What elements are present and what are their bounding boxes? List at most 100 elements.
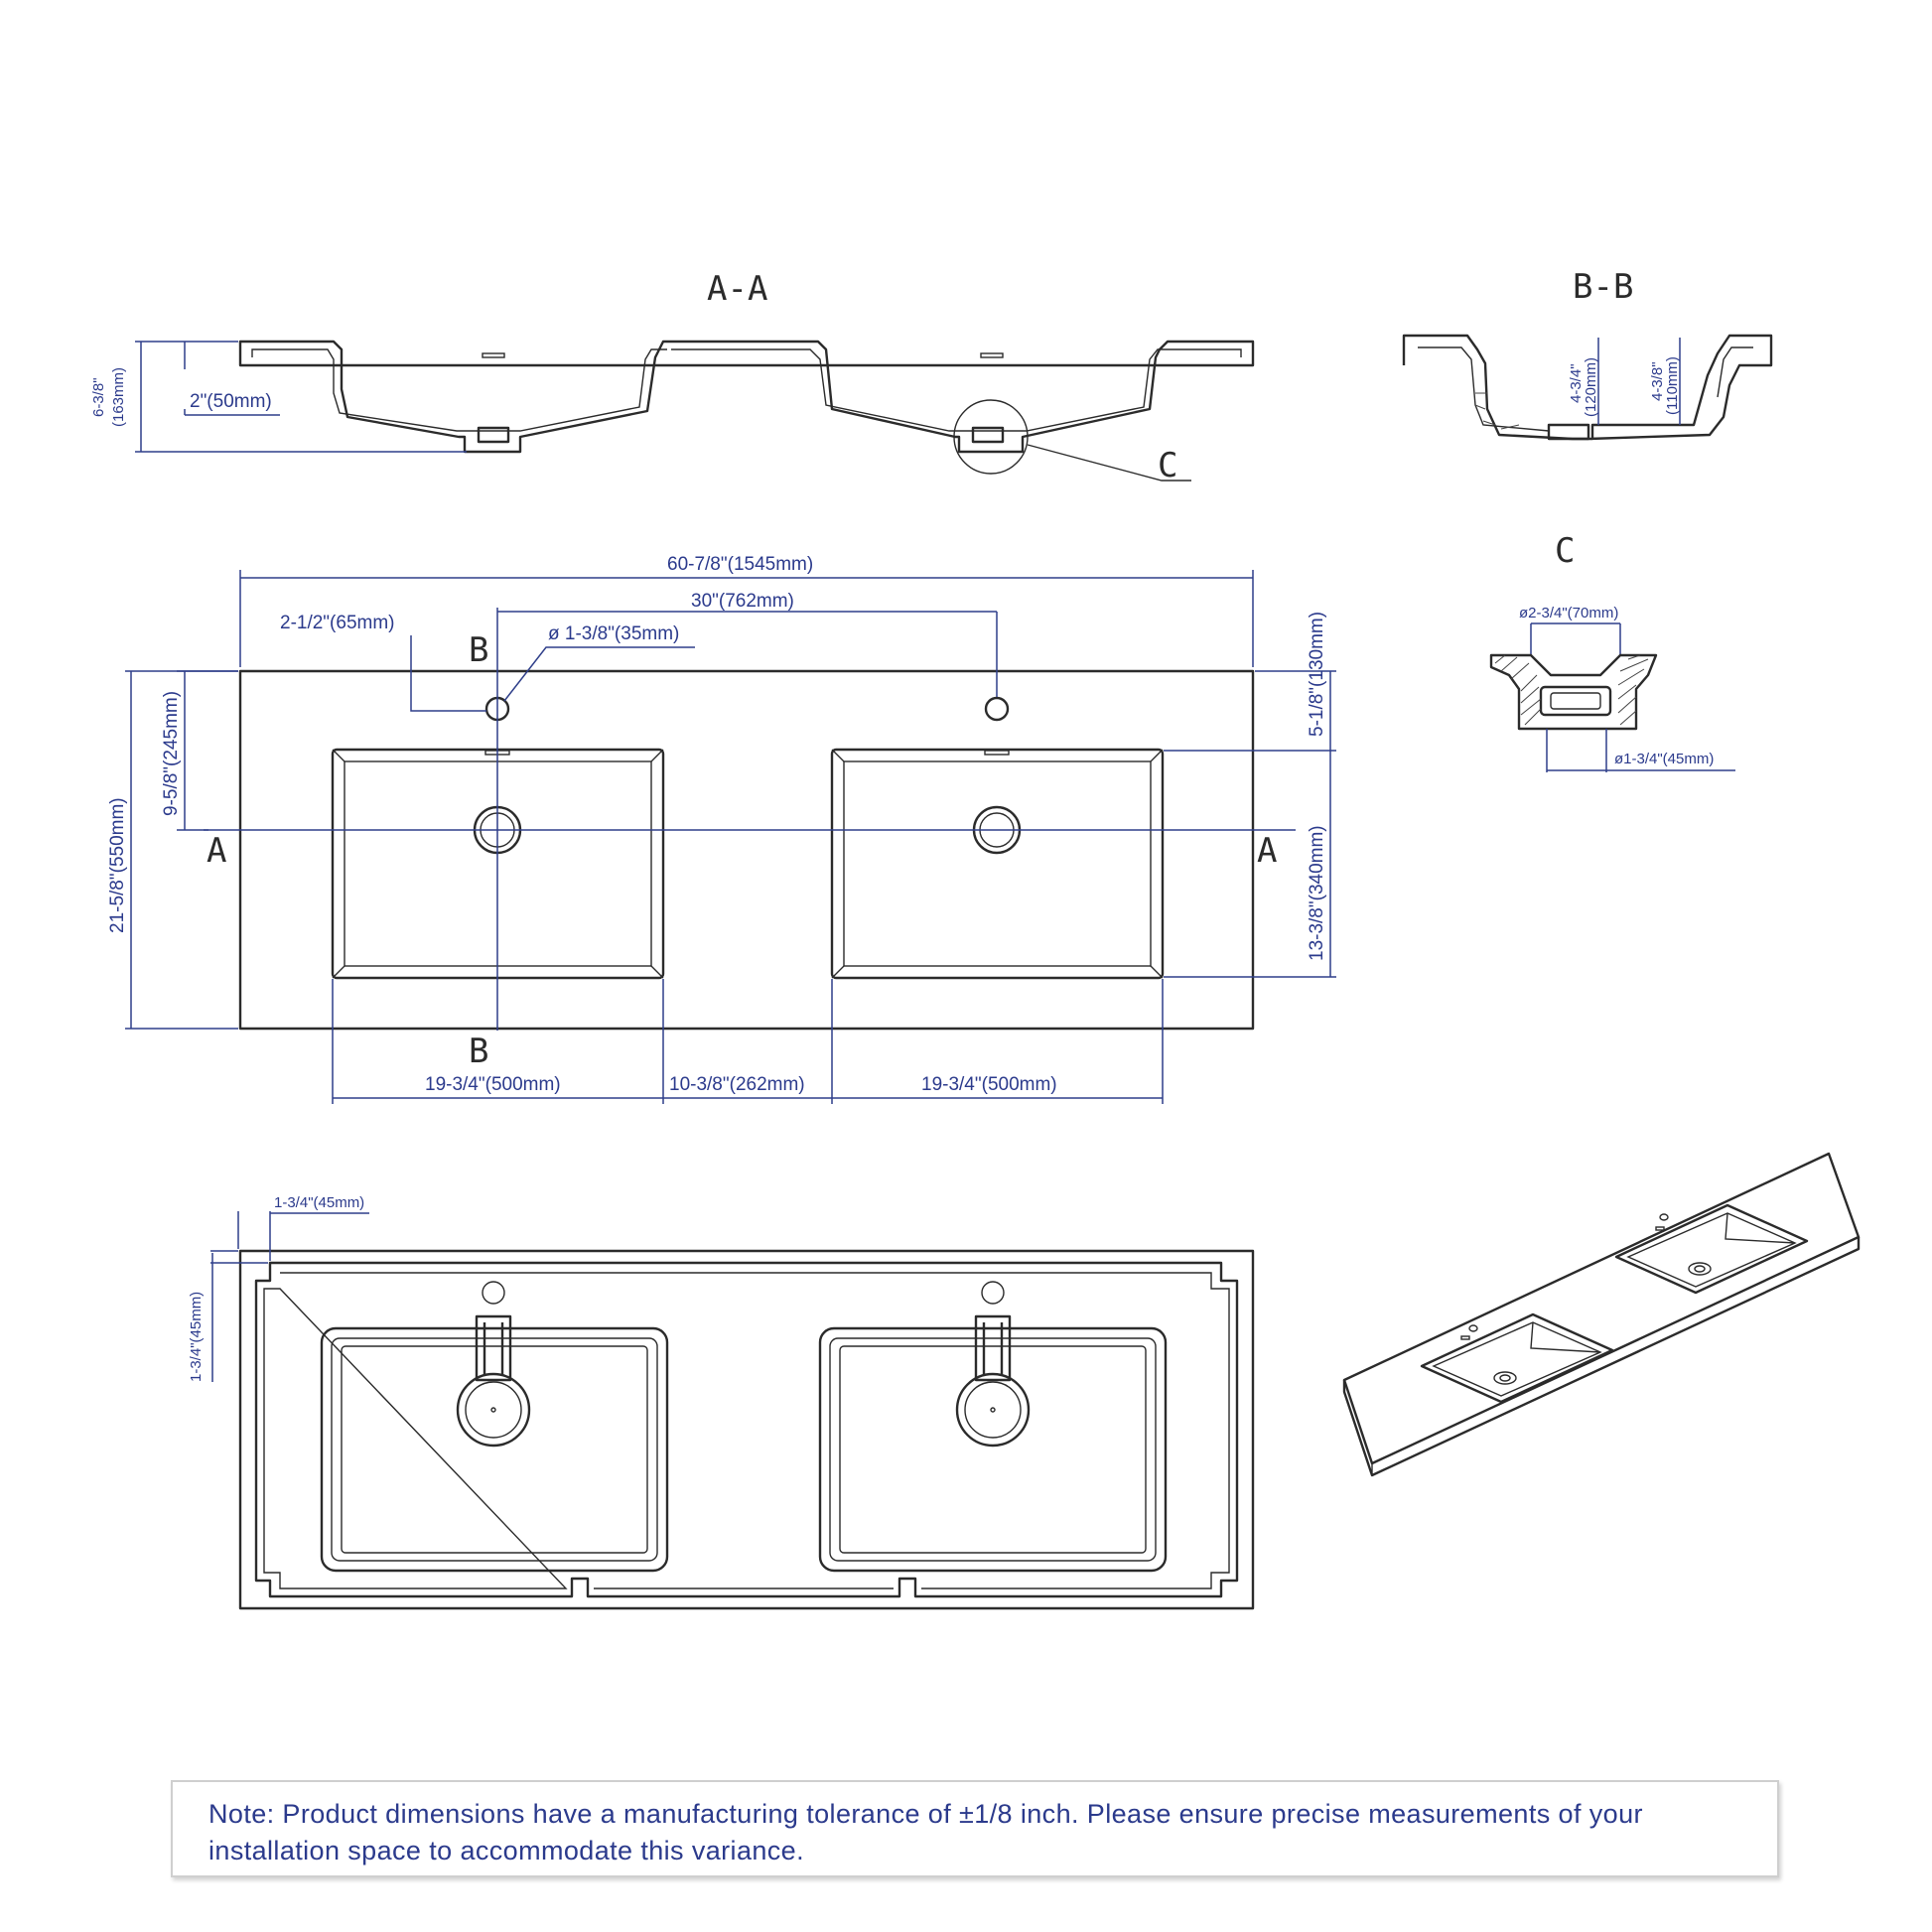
bottom-drain-right-dot — [990, 1407, 996, 1413]
dim-basin-depth-label: 13-3/8"(340mm) — [1307, 825, 1327, 961]
dim-bb-2-label-b: (110mm) — [1664, 356, 1681, 415]
overflow-right — [984, 750, 1010, 756]
dim-drain-inner-line — [1546, 729, 1735, 772]
bottom-overflow-channel-right — [974, 1314, 1012, 1382]
iso-faucet-hole-right — [1659, 1213, 1669, 1221]
bottom-drain-right-outer — [955, 1372, 1031, 1448]
dim-depth-2-label: 2"(50mm) — [190, 391, 272, 412]
section-bb-drain — [1547, 423, 1590, 441]
dim-overall-width-line — [239, 570, 1254, 667]
faucet-hole-right — [984, 696, 1010, 722]
dim-depth-2-line — [184, 342, 280, 416]
iso-top-surface — [1342, 1152, 1861, 1465]
section-aa-overflow-left — [482, 352, 505, 358]
section-b-top-label: B — [469, 630, 488, 670]
iso-basin-right — [1614, 1203, 1809, 1295]
iso-basin-left — [1420, 1312, 1614, 1404]
iso-basin-right-inner — [1626, 1212, 1797, 1288]
section-bb-inner — [1418, 346, 1753, 432]
dim-basin-gap-label: 10-3/8"(262mm) — [669, 1074, 805, 1095]
section-aa-label: A-A — [707, 269, 767, 309]
dim-overall-depth-label: 21-5/8"(550mm) — [107, 797, 128, 933]
dim-faucet-spacing-line — [497, 611, 998, 697]
bottom-overflow-channel-left — [475, 1314, 512, 1382]
section-bb-label: B-B — [1573, 267, 1633, 307]
detail-c-leader — [1027, 444, 1191, 482]
dim-faucet-offset-label: 2-1/2"(65mm) — [280, 613, 395, 633]
tolerance-note-text: Note: Product dimensions have a manufact… — [208, 1799, 1643, 1865]
dim-rim-offset-y-line — [210, 1250, 268, 1382]
section-aa-drain-left — [477, 426, 510, 444]
section-bb-view: B-B 4-3/4" (120mm) 4-3/8" (110mm) — [1402, 267, 1773, 441]
dim-bb-1-label-b: (120mm) — [1583, 357, 1599, 417]
bottom-drain-left-outer — [456, 1372, 531, 1448]
dim-height-total-line — [135, 341, 467, 453]
dim-basin-widths-line — [332, 979, 1164, 1104]
bottom-basin-right-inner-2 — [839, 1345, 1147, 1554]
bottom-rim-inner — [263, 1272, 1230, 1589]
iso-overflow-right — [1655, 1226, 1665, 1231]
dim-height-total-label-b: (163mm) — [110, 367, 127, 427]
iso-drain-left-inner — [1499, 1374, 1511, 1382]
bottom-basin-right-outer — [818, 1326, 1168, 1573]
dim-faucet-hole-label: ø 1-3/8"(35mm) — [548, 623, 679, 644]
dim-bb-1-label-a: 4-3/4" — [1568, 363, 1585, 403]
dim-depth-to-drain-line — [177, 670, 238, 831]
dim-drain-outer-line — [1530, 622, 1621, 655]
isometric-view — [1342, 1152, 1861, 1477]
dim-rim-offset-x-line — [237, 1211, 369, 1261]
dim-height-total-label-a: 6-3/8" — [90, 377, 107, 417]
basin-left-corners — [332, 749, 664, 979]
dim-drain-outer-label: ø2-3/4"(70mm) — [1519, 605, 1618, 621]
bottom-faucet-hole-left — [482, 1281, 505, 1305]
bottom-drain-right-inner — [964, 1381, 1022, 1439]
bottom-view: 1-3/4"(45mm) 1-3/4"(45mm) — [188, 1194, 1255, 1610]
bottom-basin-left-inner — [331, 1337, 658, 1562]
detail-c-drain-profile — [1489, 653, 1658, 731]
bottom-basin-left-inner-2 — [341, 1345, 648, 1554]
countertop-outline — [238, 669, 1255, 1031]
iso-drain-left — [1493, 1371, 1517, 1385]
bottom-faucet-hole-right — [981, 1281, 1005, 1305]
section-bb-outline — [1402, 334, 1773, 441]
detail-c-drain-core — [1550, 692, 1601, 710]
section-aa-overflow-right — [980, 352, 1004, 358]
iso-basin-left-inner — [1432, 1321, 1602, 1397]
dim-rim-offset-x-label: 1-3/4"(45mm) — [274, 1194, 364, 1211]
iso-drain-right-inner — [1694, 1265, 1706, 1273]
section-b-bottom-label: B — [469, 1032, 488, 1071]
dim-overall-width-label: 60-7/8"(1545mm) — [667, 554, 813, 575]
detail-c-callout-label: C — [1158, 446, 1177, 485]
basin-right-inner — [843, 760, 1152, 967]
section-aa-inner-line — [251, 348, 1242, 432]
dim-basin-width-right-label: 19-3/4"(500mm) — [921, 1074, 1057, 1095]
section-aa-outline — [238, 340, 1255, 454]
basin-right-outer — [830, 748, 1165, 980]
bottom-basin-left-outer — [320, 1326, 669, 1573]
bottom-drain-left-inner — [465, 1381, 522, 1439]
detail-c-view: C ø2-3/4"(70mm) ø1-3/4"(45mm) — [1489, 531, 1735, 772]
tolerance-note: Note: Product dimensions have a manufact… — [171, 1780, 1779, 1877]
iso-drain-right — [1688, 1262, 1712, 1276]
dim-faucet-to-basin-line — [1164, 670, 1336, 752]
dim-drain-inner-label: ø1-3/4"(45mm) — [1614, 751, 1714, 767]
bottom-rim-profile — [254, 1261, 1239, 1598]
dim-faucet-to-basin-label: 5-1/8"(130mm) — [1307, 612, 1327, 737]
section-bb-hatch — [1474, 392, 1520, 430]
dim-depth-to-drain-label: 9-5/8"(245mm) — [161, 691, 182, 816]
detail-c-label: C — [1555, 531, 1575, 571]
dim-faucet-spacing-label: 30"(762mm) — [691, 591, 794, 612]
top-plan-view: A A B B 60-7/8"(1545mm) 30"(762mm) 2-1/2… — [107, 554, 1336, 1104]
dim-overall-depth-line — [125, 670, 238, 1030]
section-a-right-label: A — [1257, 831, 1277, 871]
bottom-drain-left-dot — [490, 1407, 496, 1413]
bottom-basin-right-inner — [829, 1337, 1157, 1562]
basin-right-corners — [831, 749, 1164, 979]
dim-rim-offset-y-label: 1-3/4"(45mm) — [188, 1292, 205, 1382]
detail-c-drain-insert — [1539, 685, 1612, 717]
detail-c-callout-circle — [953, 399, 1029, 475]
dim-basin-depth-line — [1164, 751, 1336, 978]
section-aa-view: A-A C 6-3/8" (163mm) 2"(50mm) — [90, 269, 1255, 485]
detail-c-hatch — [1494, 654, 1649, 726]
